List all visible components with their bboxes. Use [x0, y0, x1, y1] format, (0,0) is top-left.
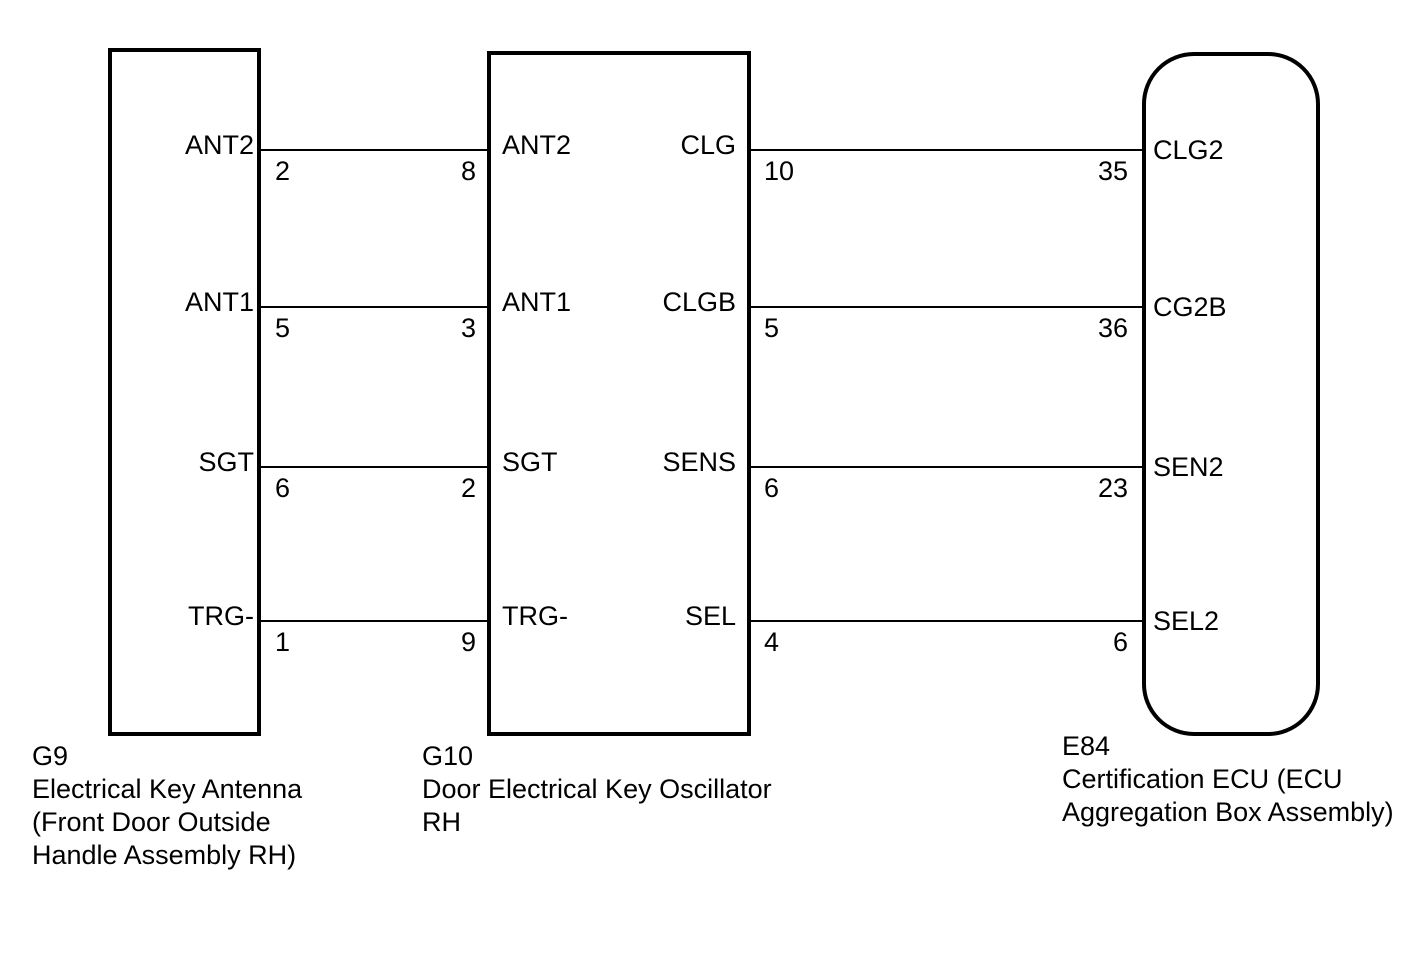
g10-pin-number: 10 — [764, 156, 795, 186]
connector-box-g9 — [108, 48, 261, 736]
e84-pin-number: 6 — [1112, 627, 1128, 657]
g9-pin-label: ANT2 — [184, 130, 254, 160]
wire-clgb — [750, 306, 1142, 308]
wire-sgt — [260, 466, 488, 468]
g10-pin-number: 9 — [460, 627, 476, 657]
component-name: Aggregation Box Assembly) — [1062, 797, 1394, 827]
caption-g9: G9 Electrical Key Antenna (Front Door Ou… — [32, 740, 302, 872]
g10-pin-label: CLGB — [662, 287, 736, 317]
component-id: E84 — [1062, 731, 1111, 761]
g10-pin-number: 3 — [460, 313, 476, 343]
component-name: Door Electrical Key Oscillator — [422, 774, 772, 804]
e84-pin-number: 35 — [1097, 156, 1128, 186]
g9-pin-number: 6 — [275, 473, 291, 503]
component-name: Certification ECU (ECU — [1062, 764, 1343, 794]
g10-pin-label: SGT — [502, 447, 558, 477]
component-name: Electrical Key Antenna — [32, 774, 303, 804]
g9-pin-number: 5 — [275, 313, 291, 343]
component-name: RH — [422, 807, 461, 837]
component-id: G10 — [422, 741, 474, 771]
g10-pin-label: ANT1 — [502, 287, 572, 317]
wire-sens — [750, 466, 1142, 468]
e84-pin-label: CLG2 — [1153, 135, 1224, 165]
g9-pin-number: 2 — [275, 156, 291, 186]
g10-pin-number: 4 — [764, 627, 780, 657]
component-id: G9 — [32, 741, 69, 771]
g9-pin-label: ANT1 — [184, 287, 254, 317]
g10-pin-label: SEL — [684, 601, 736, 631]
g10-pin-number: 8 — [460, 156, 476, 186]
component-name: (Front Door Outside — [32, 807, 271, 837]
g10-pin-number: 5 — [764, 313, 780, 343]
g10-pin-label: CLG — [680, 130, 736, 160]
connector-box-g10 — [487, 51, 751, 736]
e84-pin-label: SEL2 — [1153, 606, 1220, 636]
connector-box-e84 — [1142, 52, 1320, 736]
wire-trg — [260, 620, 488, 622]
e84-pin-label: SEN2 — [1153, 452, 1224, 482]
wire-ant1 — [260, 306, 488, 308]
component-name: Handle Assembly RH) — [32, 840, 297, 870]
g10-pin-number: 6 — [764, 473, 780, 503]
caption-g10: G10 Door Electrical Key Oscillator RH — [422, 740, 772, 839]
g10-pin-label: ANT2 — [502, 130, 572, 160]
g10-pin-label: SENS — [662, 447, 736, 477]
caption-e84: E84 Certification ECU (ECU Aggregation B… — [1062, 730, 1394, 829]
wire-clg — [750, 149, 1142, 151]
wire-ant2 — [260, 149, 488, 151]
g9-pin-label: TRG- — [188, 601, 254, 631]
g9-pin-label: SGT — [198, 447, 254, 477]
e84-pin-number: 23 — [1097, 473, 1128, 503]
g10-pin-number: 2 — [460, 473, 476, 503]
g9-pin-number: 1 — [275, 627, 291, 657]
g10-pin-label: TRG- — [502, 601, 568, 631]
wire-sel — [750, 620, 1142, 622]
e84-pin-number: 36 — [1097, 313, 1128, 343]
e84-pin-label: CG2B — [1153, 292, 1227, 322]
